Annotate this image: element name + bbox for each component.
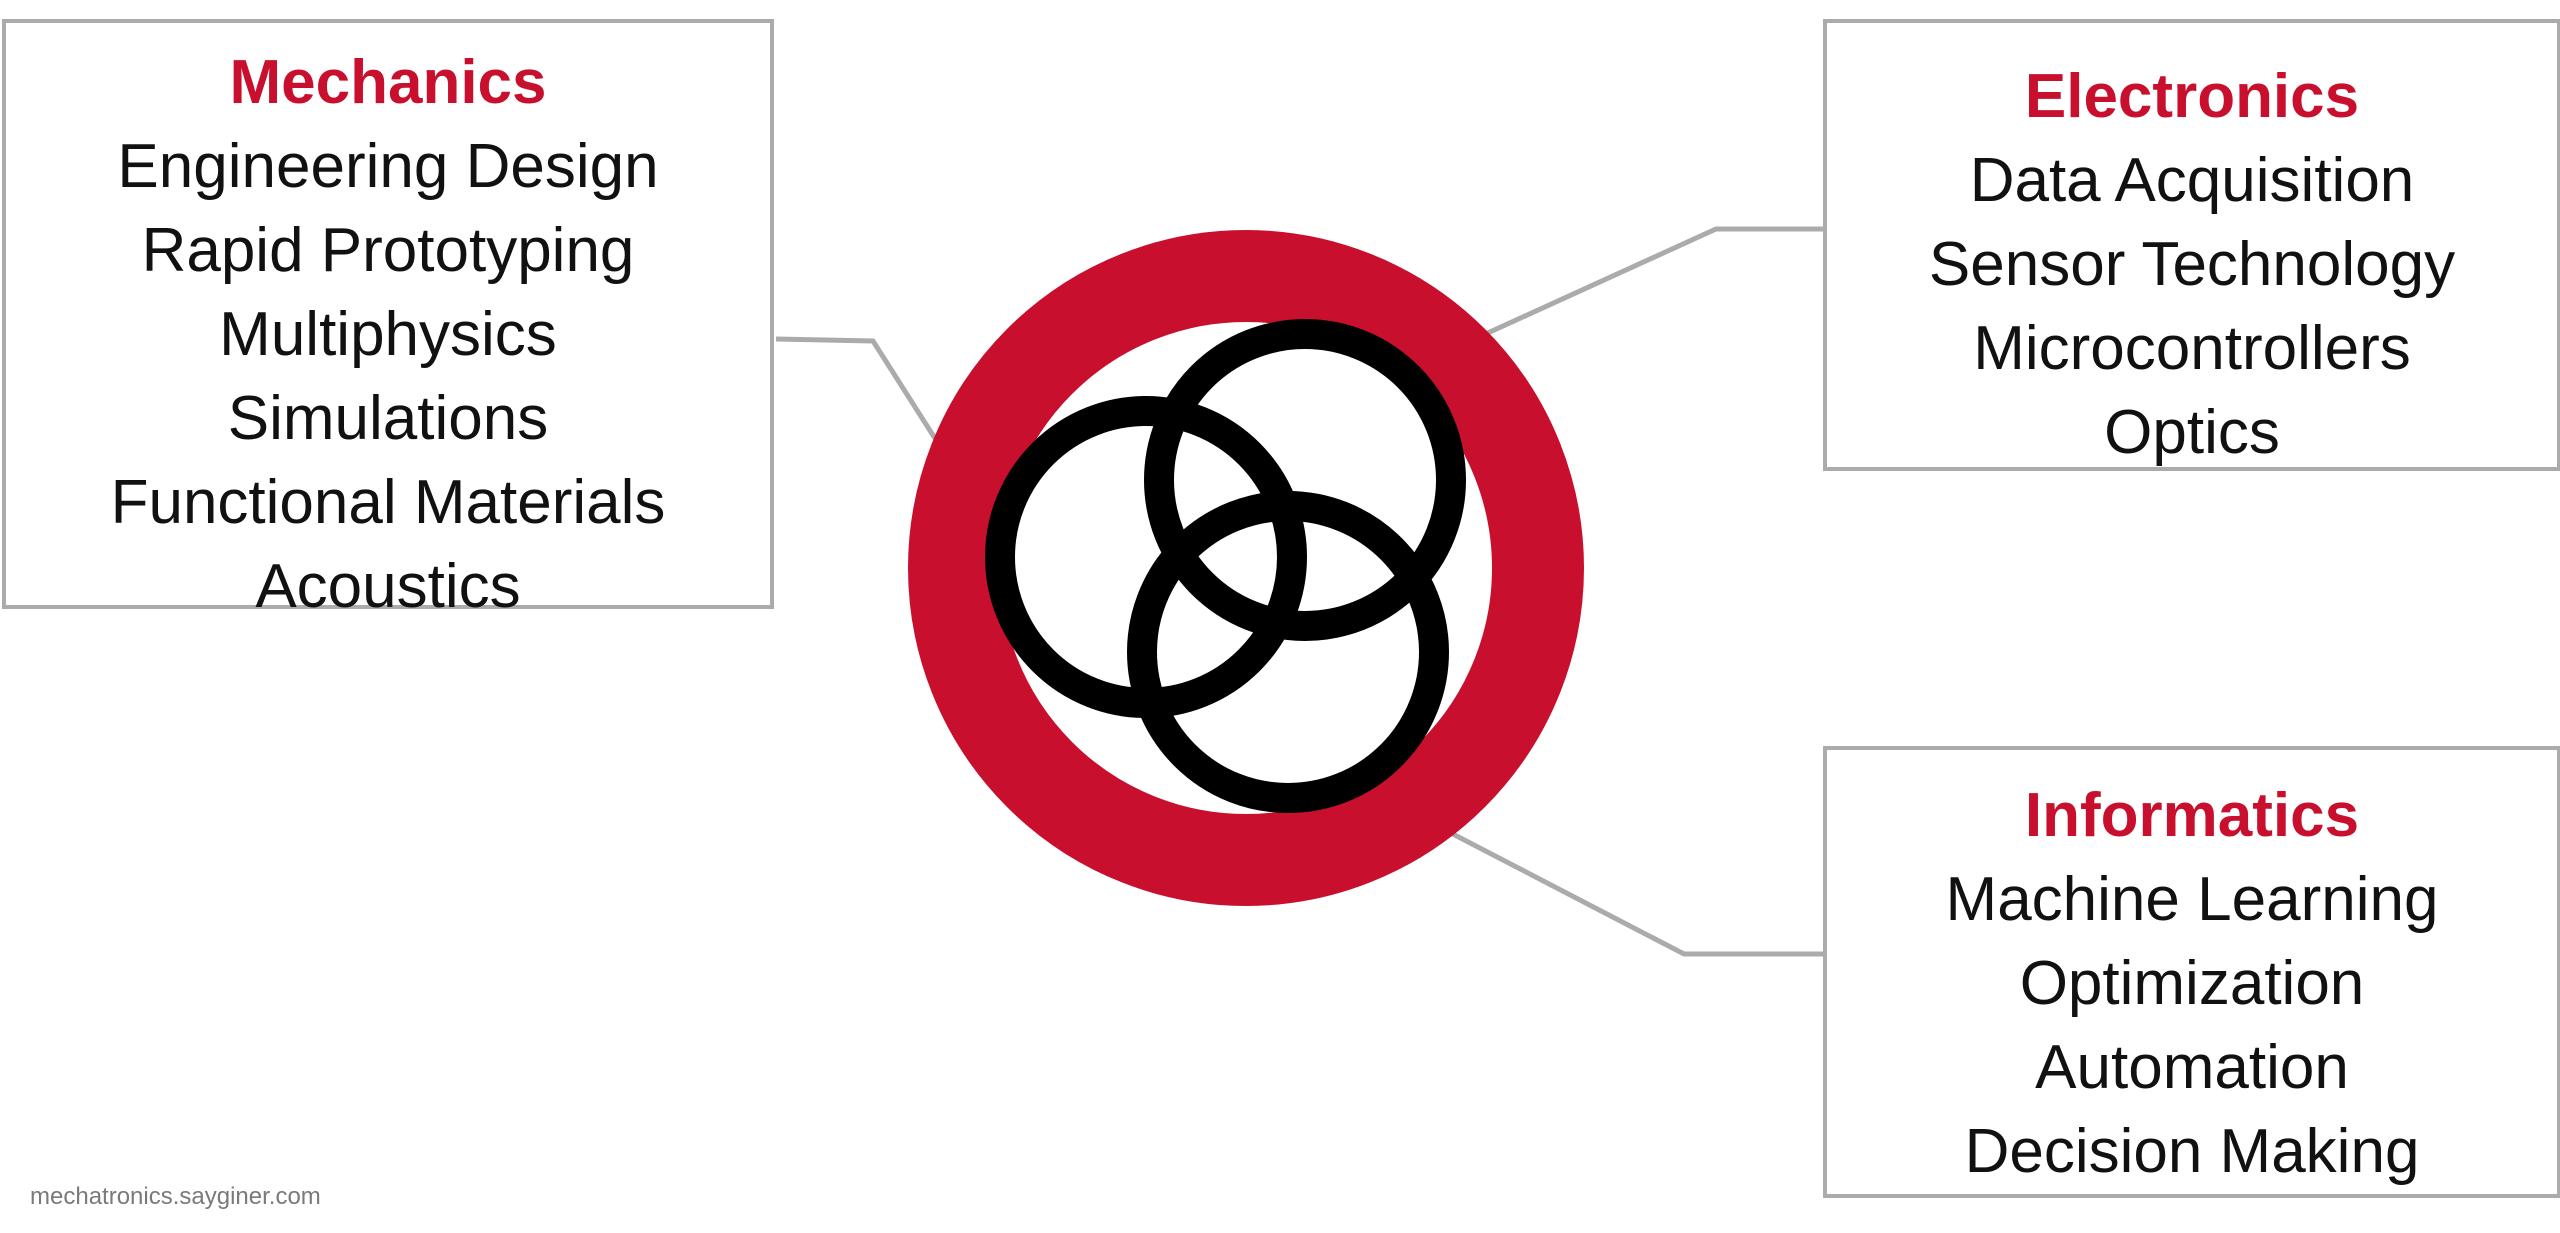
- mechanics-box: Mechanics Engineering Design Rapid Proto…: [2, 19, 774, 621]
- mechanics-item: Rapid Prototyping: [141, 216, 635, 285]
- mechanics-item: Engineering Design: [117, 132, 659, 201]
- mechanics-item: Simulations: [227, 384, 549, 453]
- logo-icon: [908, 230, 1584, 906]
- informatics-item: Decision Making: [1964, 1117, 2420, 1186]
- electronics-item: Sensor Technology: [1928, 230, 2456, 299]
- mechanics-title: Mechanics: [229, 48, 547, 117]
- informatics-item: Machine Learning: [1945, 865, 2439, 934]
- informatics-item: Automation: [2035, 1033, 2349, 1102]
- electronics-box: Electronics Data Acquisition Sensor Tech…: [1823, 19, 2560, 471]
- footer-url: mechatronics.sayginer.com: [30, 1183, 321, 1210]
- electronics-item: Optics: [2104, 398, 2280, 467]
- electronics-title: Electronics: [2024, 62, 2360, 131]
- informatics-title: Informatics: [2024, 781, 2360, 850]
- electronics-item: Data Acquisition: [1969, 146, 2415, 215]
- electronics-item: Microcontrollers: [1973, 314, 2411, 383]
- connector-electronics: [1411, 226, 1823, 370]
- red-ring-icon: [908, 230, 1584, 906]
- informatics-item: Optimization: [2019, 949, 2365, 1018]
- informatics-box: Informatics Machine Learning Optimizatio…: [1823, 746, 2560, 1198]
- mechanics-item: Acoustics: [255, 552, 521, 621]
- ring-bottom-icon: [1127, 491, 1449, 813]
- ring-top-right-icon: [1144, 319, 1466, 641]
- mechanics-item: Multiphysics: [219, 300, 557, 369]
- mechanics-item: Functional Materials: [110, 468, 666, 537]
- connector-informatics: [1366, 787, 1823, 957]
